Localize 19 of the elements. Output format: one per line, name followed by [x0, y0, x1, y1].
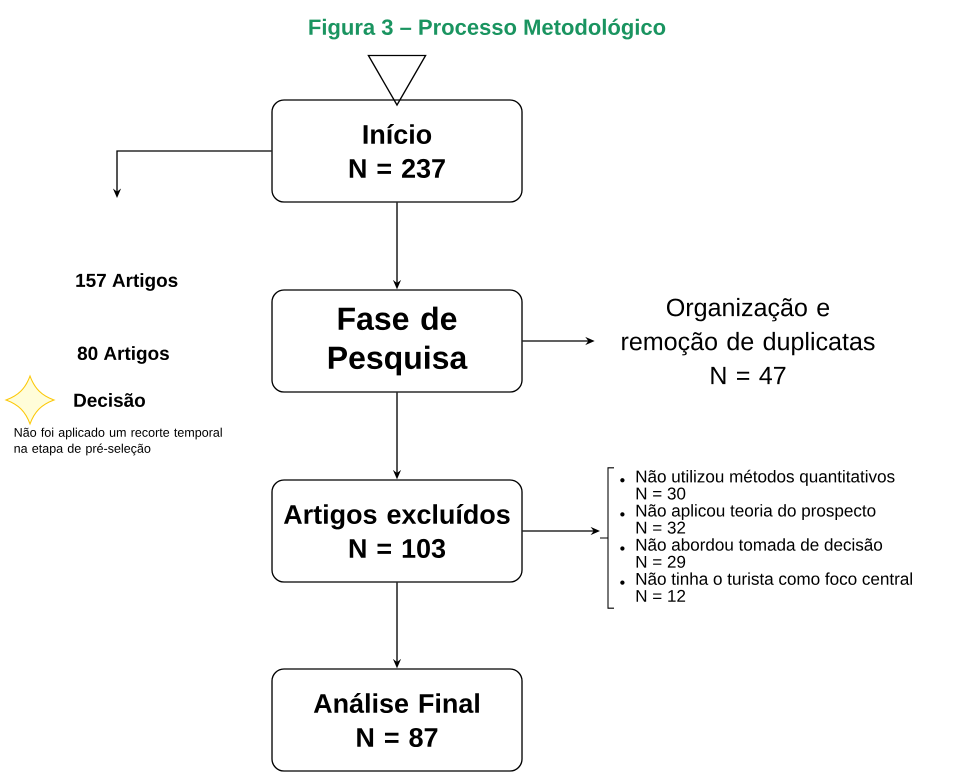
node-label: Não aplicou teoria do prospecto	[636, 504, 876, 520]
node-label: N = 29	[636, 556, 686, 568]
node-label: N = 30	[636, 487, 686, 500]
legend-label: Decisão	[74, 393, 145, 407]
node-label: Não utilizou métodos quantitativos	[636, 470, 894, 486]
node-label: Não tinha o turista como foco central	[636, 572, 912, 585]
count-label: 157 Artigos	[76, 273, 178, 291]
note-text: Organização e remoção de duplicatas N = 47	[622, 298, 875, 384]
note-text: Não foi aplicado um recorte temporal na etapa de pré-seleção	[14, 428, 222, 456]
process-box: Início N = 237	[271, 99, 523, 203]
node-label: N = 12	[636, 590, 686, 602]
node-label: N = 32	[636, 522, 686, 534]
process-box: Fase de Pesquisa	[271, 289, 523, 393]
node-label: Não abordou tomada de decisão	[636, 538, 882, 551]
process-box: Artigos excluídos N = 103	[271, 479, 523, 583]
count-label: 80 Artigos	[78, 346, 169, 364]
process-box: Análise Final N = 87	[271, 668, 523, 772]
title: Figura 3 – Processo Metodológico	[309, 18, 666, 40]
exclusion-list: Não utilizou métodos quantitativos N = 30 Não aplicou teoria do prospecto N = 32 Não abordou tomada de decisão N = 29 Não tinha o turista como foco central N = 12	[620, 470, 912, 602]
